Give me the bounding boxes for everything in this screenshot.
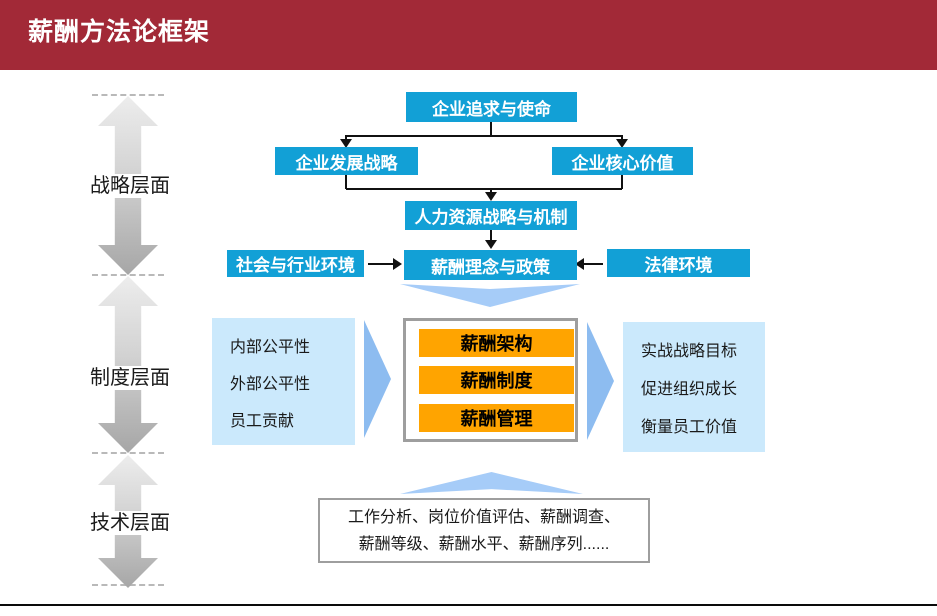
outcome-item: 衡量员工价值	[641, 419, 738, 436]
connector-line	[345, 175, 623, 189]
technique-box: 工作分析、岗位价值评估、薪酬调查、 薪酬等级、薪酬水平、薪酬序列......	[318, 498, 650, 563]
box-hr-strategy: 人力资源战略与机制	[405, 201, 577, 230]
outcome-item: 实战战略目标	[641, 343, 738, 360]
level-label-system: 制度层面	[80, 366, 180, 390]
box-development-strategy: 企业发展战略	[275, 147, 418, 175]
arrowhead-down-icon	[485, 240, 497, 249]
box-comp-philosophy-policy: 薪酬理念与政策	[404, 250, 577, 280]
slide-header: 薪酬方法论框架	[0, 0, 937, 70]
core-item-regulation: 薪酬制度	[419, 366, 574, 394]
panel-inputs: 内部公平性 外部公平性 员工贡献	[212, 318, 355, 445]
input-item: 员工贡献	[230, 412, 295, 430]
connector-line	[345, 135, 623, 141]
box-core-value: 企业核心价值	[552, 147, 693, 175]
dashed-divider	[92, 274, 164, 276]
level-label-technical: 技术层面	[80, 511, 180, 535]
arrowhead-right-icon	[393, 258, 402, 270]
arrowhead-down-icon	[485, 192, 497, 201]
page-title: 薪酬方法论框架	[28, 18, 211, 46]
chevron-up-icon	[400, 472, 583, 494]
panel-outcomes: 实战战略目标 促进组织成长 衡量员工价值	[623, 322, 765, 452]
outcome-item: 促进组织成长	[641, 381, 738, 398]
level-label-strategic: 战略层面	[80, 174, 180, 198]
dashed-divider	[92, 94, 164, 96]
core-item-management: 薪酬管理	[419, 404, 574, 432]
core-item-structure: 薪酬架构	[419, 329, 574, 357]
chevron-down-icon	[400, 284, 580, 307]
input-item: 内部公平性	[230, 338, 311, 356]
input-item: 外部公平性	[230, 375, 311, 393]
arrow-right-icon	[587, 322, 614, 440]
box-social-industry-env: 社会与行业环境	[227, 250, 364, 277]
arrow-right-icon	[364, 320, 391, 438]
dashed-divider	[92, 452, 164, 454]
core-system-frame: 薪酬架构 薪酬制度 薪酬管理	[403, 318, 578, 442]
box-legal-env: 法律环境	[607, 249, 750, 277]
box-mission: 企业追求与使命	[406, 92, 577, 122]
footer-rule	[0, 604, 937, 606]
technique-line: 薪酬等级、薪酬水平、薪酬序列......	[358, 535, 610, 553]
double-arrow-icon	[98, 276, 158, 453]
technique-line: 工作分析、岗位价值评估、薪酬调查、	[347, 508, 620, 526]
